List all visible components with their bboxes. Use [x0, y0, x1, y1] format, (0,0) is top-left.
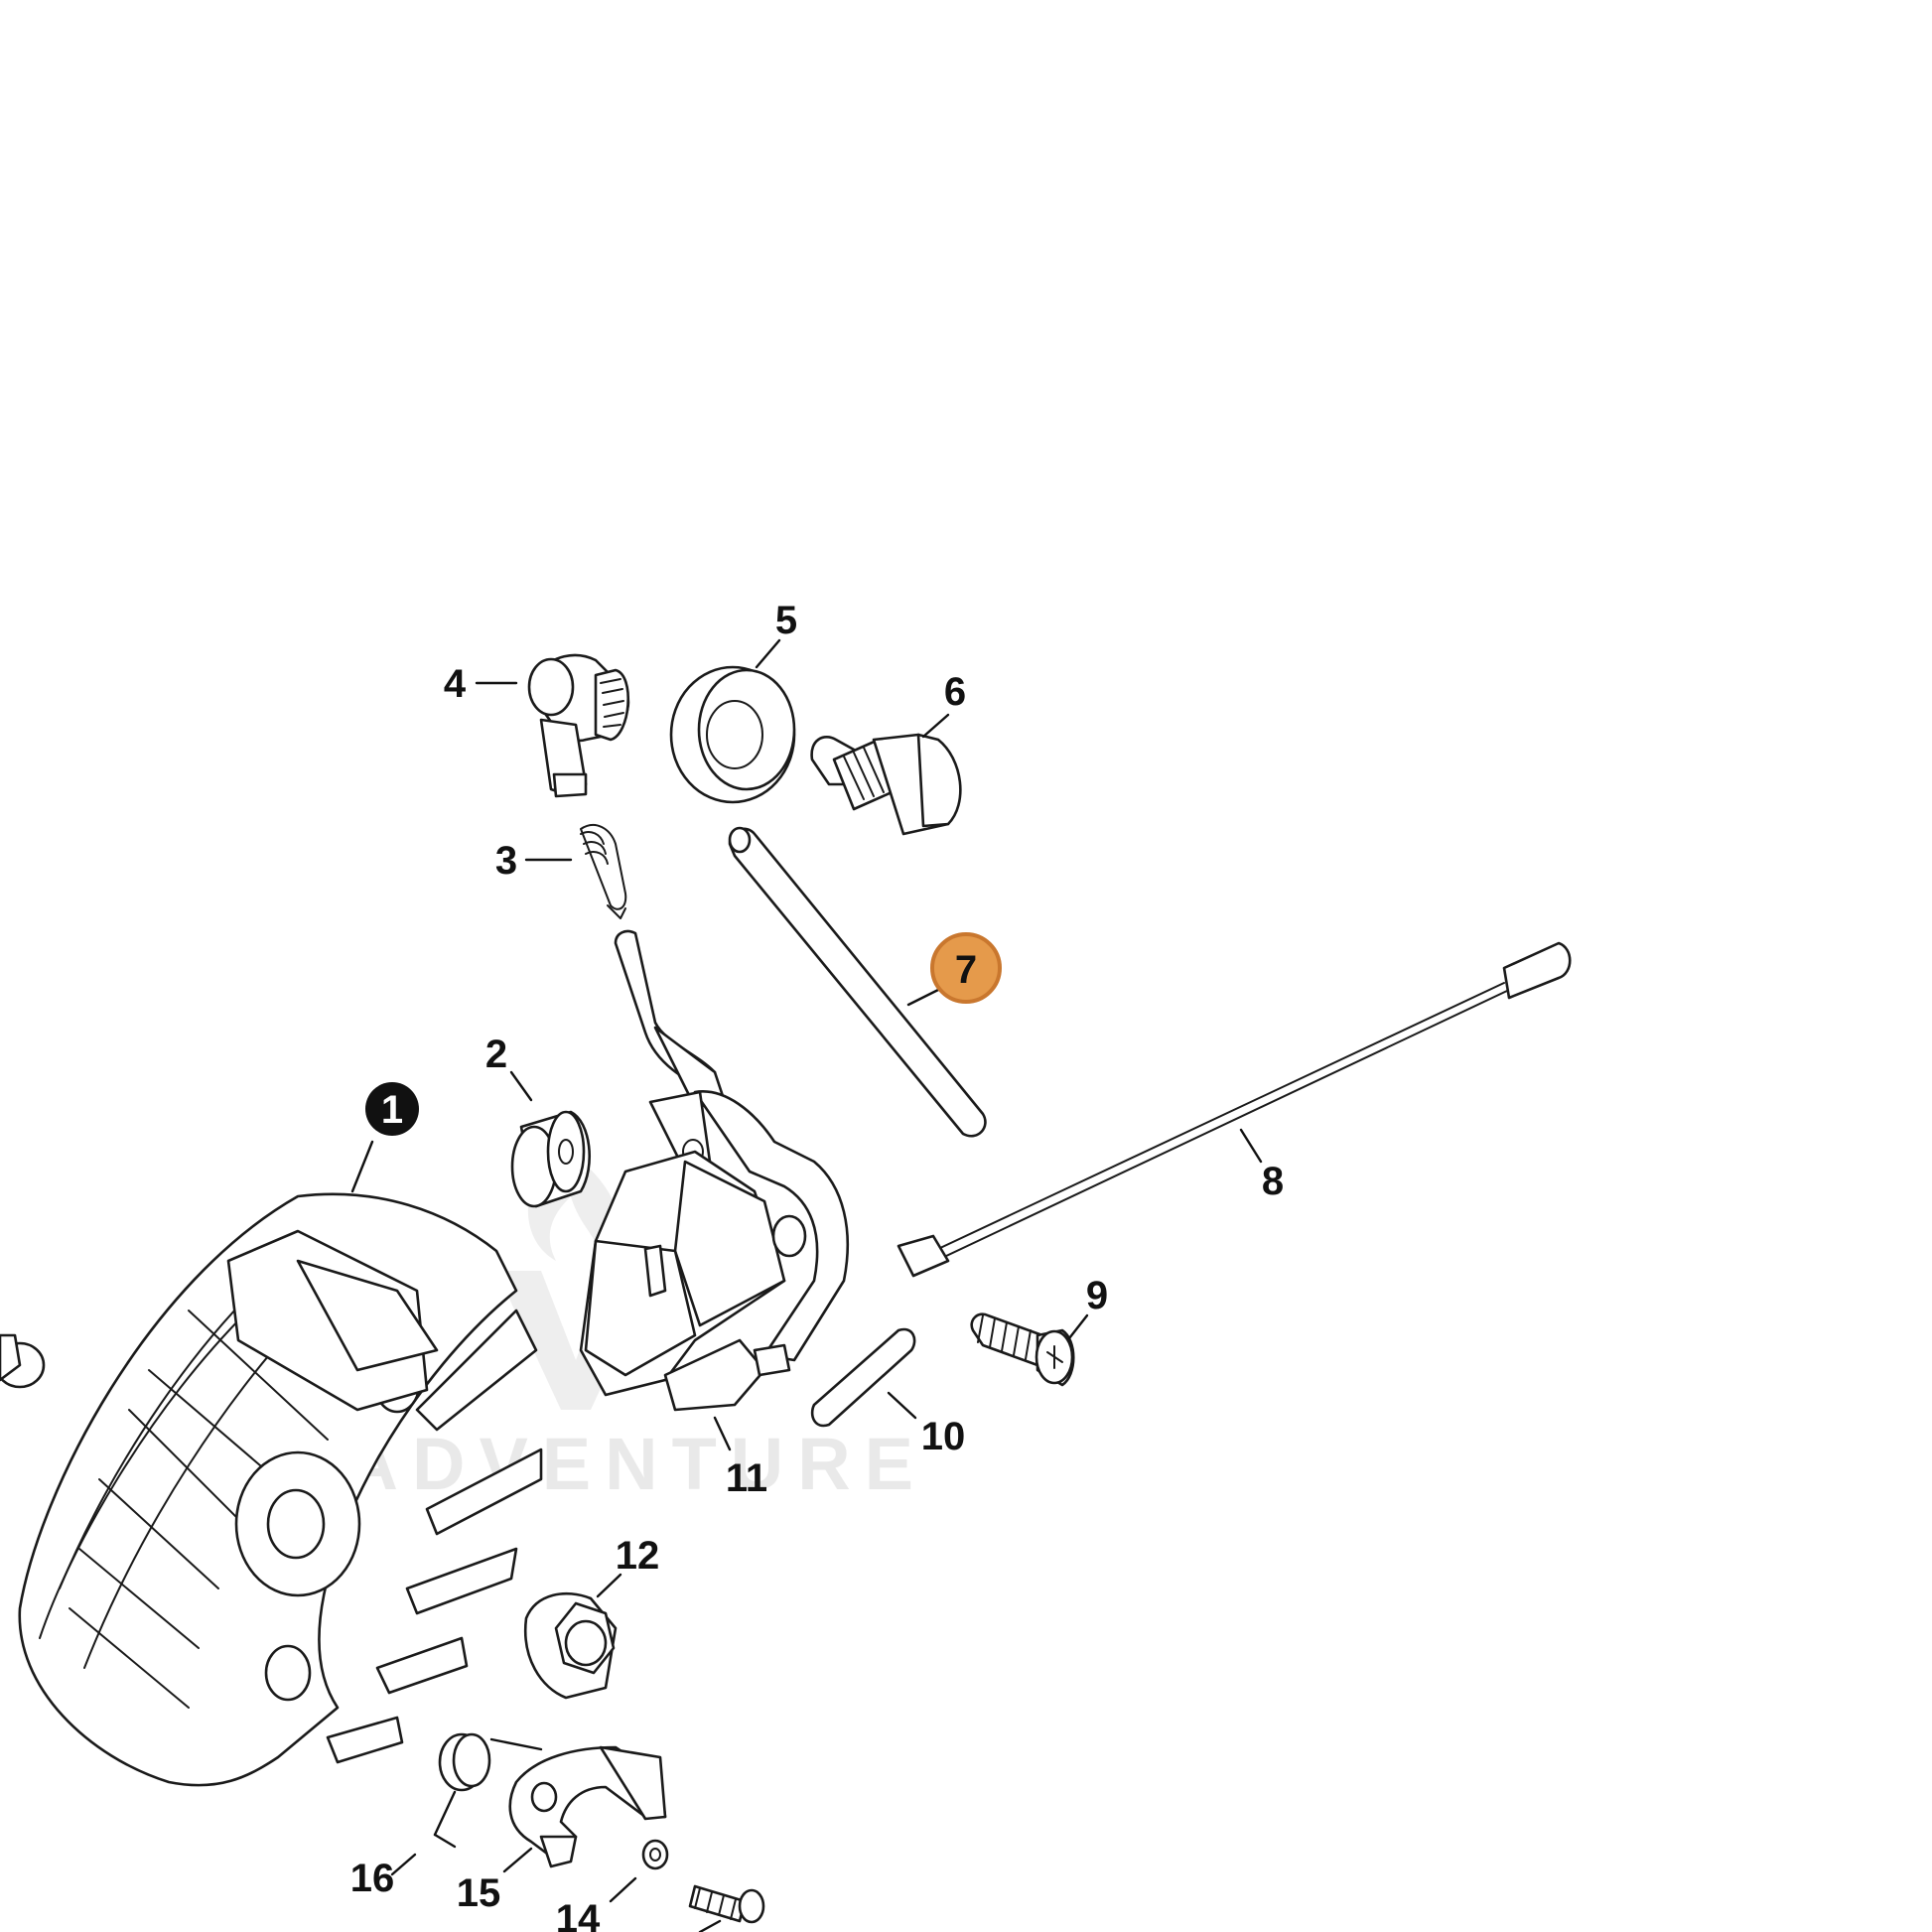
part-16-clip-ring	[438, 1732, 491, 1792]
part-11-ignition-module	[579, 929, 850, 1412]
callout-1[interactable]: 1	[365, 1082, 419, 1136]
callout-5[interactable]: 5	[775, 599, 797, 642]
callouts: 1 2 3 4 5 6 7 8 9 10 11	[350, 599, 1284, 1932]
leader-16a	[433, 1790, 457, 1837]
callout-8-label: 8	[1262, 1160, 1284, 1203]
callout-14-label: 14	[556, 1897, 601, 1932]
callout-12[interactable]: 12	[616, 1534, 660, 1578]
callout-8[interactable]: 8	[1262, 1160, 1284, 1203]
part-4-spark-plug-boot	[527, 653, 630, 798]
callout-1-badge	[365, 1082, 419, 1136]
leader-lines	[350, 638, 1263, 1932]
leader-9	[1067, 1313, 1089, 1340]
callout-16-label: 16	[350, 1857, 395, 1900]
callout-10[interactable]: 10	[921, 1415, 966, 1458]
callout-2[interactable]: 2	[485, 1033, 507, 1076]
callout-9-label: 9	[1086, 1274, 1108, 1317]
part-14-washer	[641, 1839, 669, 1870]
callout-2-label: 2	[485, 1033, 507, 1076]
callout-16[interactable]: 16	[350, 1857, 395, 1900]
leader-8	[1239, 1128, 1263, 1164]
callout-7-highlight	[930, 932, 1002, 1004]
callout-9[interactable]: 9	[1086, 1274, 1108, 1317]
callout-14[interactable]: 14	[556, 1897, 601, 1932]
leader-10	[887, 1391, 917, 1420]
callout-15[interactable]: 15	[457, 1871, 501, 1915]
part-12-nut	[523, 1591, 618, 1700]
part-15-bracket	[508, 1745, 667, 1868]
callout-10-label: 10	[921, 1415, 966, 1458]
callout-4[interactable]: 4	[444, 662, 467, 706]
callout-4-label: 4	[444, 662, 467, 706]
part-5-grommet	[669, 665, 796, 804]
part-13-screw	[688, 1884, 765, 1924]
callout-3[interactable]: 3	[495, 839, 517, 883]
leader-12	[596, 1573, 622, 1598]
callout-7[interactable]: 7	[930, 932, 1002, 1004]
callout-12-label: 12	[616, 1534, 660, 1578]
leader-11	[713, 1416, 732, 1451]
callout-3-label: 3	[495, 839, 517, 883]
leader-13	[698, 1919, 722, 1932]
part-8-wire	[897, 941, 1572, 1278]
part-6-spark-plug	[810, 733, 962, 836]
leader-14	[609, 1876, 637, 1903]
leader-16c	[390, 1853, 417, 1876]
part-3-spring-clip	[580, 824, 627, 919]
part-1-flywheel	[0, 1192, 543, 1787]
callout-11[interactable]: 11	[726, 1456, 767, 1500]
leader-6	[921, 713, 950, 739]
callout-15-label: 15	[457, 1871, 501, 1915]
leader-2	[509, 1070, 533, 1102]
part-10-pin	[810, 1327, 916, 1428]
leader-1	[350, 1140, 374, 1193]
callout-6[interactable]: 6	[944, 670, 966, 714]
callout-6-label: 6	[944, 670, 966, 714]
leader-16d	[489, 1737, 543, 1751]
callout-1-label: 1	[381, 1088, 403, 1132]
callout-5-label: 5	[775, 599, 797, 642]
part-7-tube	[728, 826, 987, 1138]
leader-15	[502, 1847, 533, 1873]
part-2-bushing	[510, 1110, 592, 1208]
callout-7-label: 7	[955, 948, 977, 992]
callout-11-label: 11	[726, 1456, 767, 1500]
part-9-screw	[970, 1312, 1075, 1387]
leader-16b	[433, 1833, 457, 1849]
leader-5	[755, 638, 781, 669]
